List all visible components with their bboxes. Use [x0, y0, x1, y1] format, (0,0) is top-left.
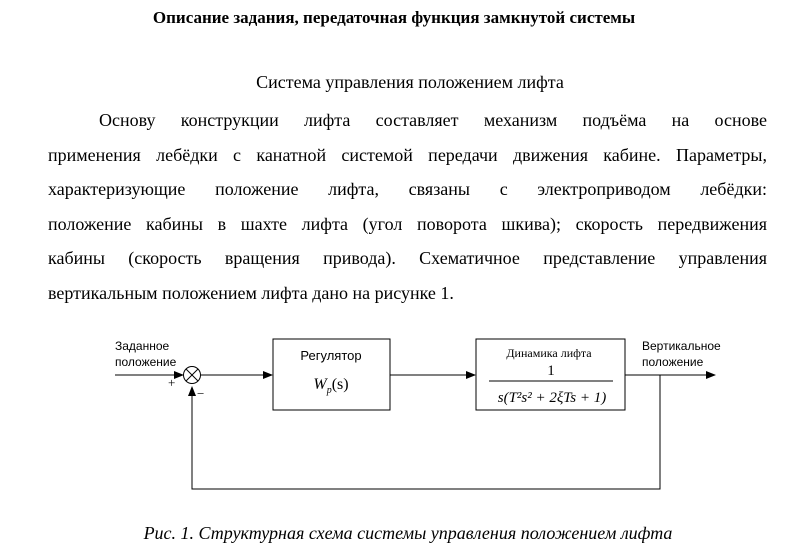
output-label-line2: положение [642, 355, 704, 369]
plant-numerator: 1 [547, 363, 555, 379]
section-heading: Система управления положением лифта [256, 72, 564, 92]
input-label-line2: положение [115, 355, 177, 369]
regulator-block [272, 338, 391, 411]
paragraph-line: положение кабины в шахте лифта (угол пов… [48, 213, 767, 234]
input-label-line1: Заданное [115, 339, 170, 353]
plant-label: Динамика лифта [506, 346, 592, 360]
description-paragraph: Основу конструкции лифта составляет меха… [48, 103, 767, 310]
regulator-tf-arg: (s) [332, 376, 349, 393]
plant-block [475, 338, 626, 411]
summing-junction [183, 366, 201, 384]
minus-sign: − [197, 386, 204, 401]
plant-denominator: s(T²s² + 2ξTs + 1) [498, 390, 606, 406]
paragraph-line: характеризующие положение лифта, связаны… [48, 179, 767, 199]
paragraph-line: вертикальным положением лифта дано на ри… [48, 282, 454, 303]
regulator-tf-w: W [313, 376, 328, 393]
block-diagram: Заданное положение + − Регулятор Wp(s) Д… [115, 338, 721, 490]
regulator-transfer-function: Wp(s) [313, 376, 348, 396]
regulator-label: Регулятор [300, 348, 361, 363]
figure-caption: Рис. 1. Структурная схема системы управл… [143, 523, 673, 543]
feedback-path [188, 375, 661, 490]
paragraph-line: кабины (скорость вращения привода). Схем… [48, 248, 767, 268]
plus-sign: + [168, 375, 175, 390]
output-label-line1: Вертикальное [642, 339, 721, 353]
section-title: Описание задания, передаточная функция з… [152, 8, 636, 27]
regulator-tf-sub: p [326, 385, 332, 396]
paragraph-line: Основу конструкции лифта составляет меха… [99, 110, 767, 130]
paragraph-line: применения лебёдки с канатной системой п… [48, 144, 767, 165]
